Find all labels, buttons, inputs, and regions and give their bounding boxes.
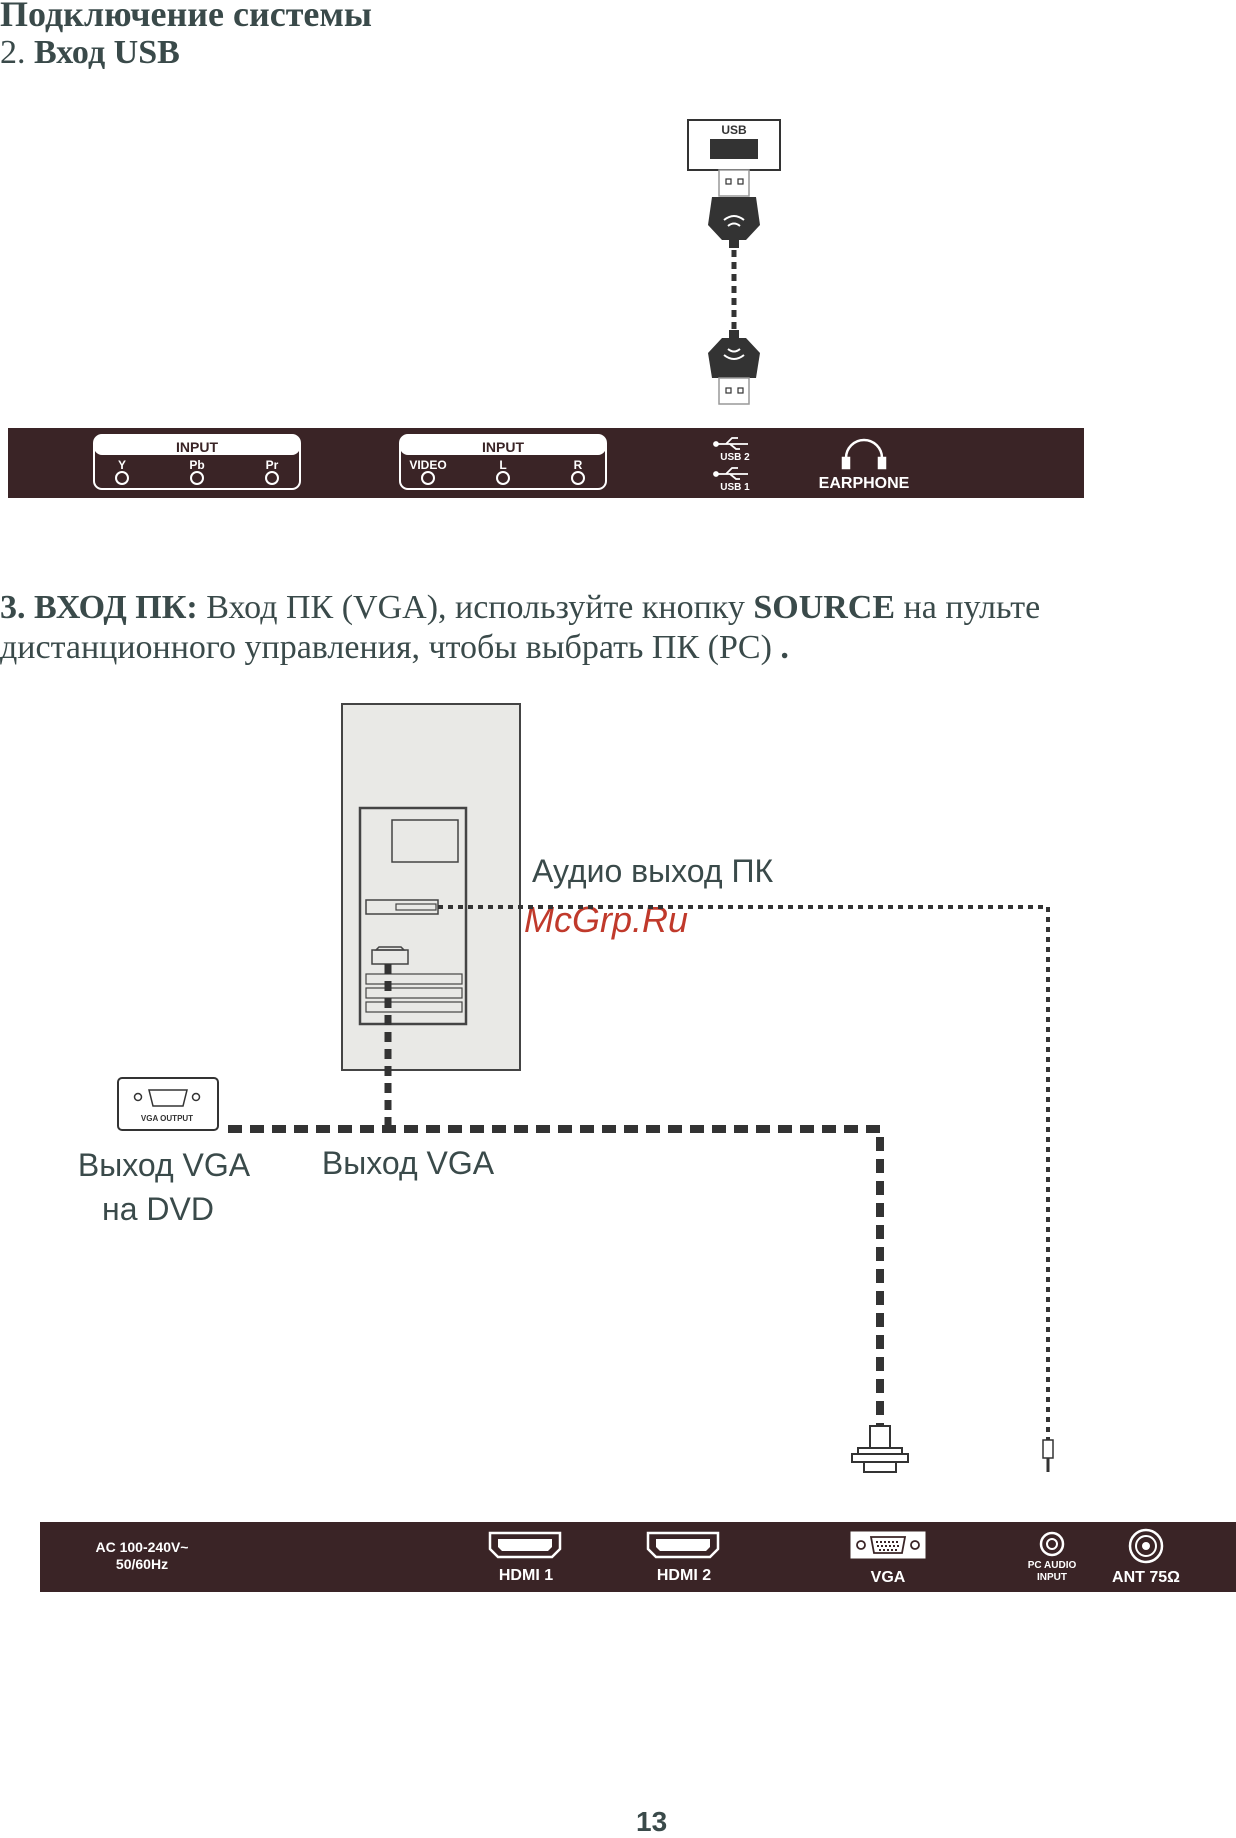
- jack-label-l: L: [499, 458, 506, 472]
- usb-port-box: USB: [687, 119, 781, 171]
- vga-cable: [228, 1125, 884, 1426]
- usb-symbol-icon: [713, 467, 748, 480]
- jack-pr-icon: [265, 471, 279, 485]
- jack-label-r: R: [574, 458, 583, 472]
- vga-output-port: VGA OUTPUT: [117, 1077, 219, 1131]
- usb1-label: USB 1: [720, 482, 750, 493]
- power-spec-line1: AC 100-240V~: [95, 1539, 188, 1555]
- ant-label: ANT 75Ω: [1112, 1569, 1180, 1586]
- antenna-jack-icon: [1128, 1528, 1164, 1564]
- pc-tower: [341, 703, 521, 1071]
- jack-y-icon: [115, 471, 129, 485]
- usb-section-title: 2. Вход USB: [0, 34, 180, 72]
- component-input-group: INPUT Y Pb Pr: [93, 434, 301, 490]
- tv-side-panel: INPUT Y Pb Pr INPUT VIDEO L R: [8, 428, 1084, 498]
- page-number: 13: [636, 1806, 668, 1837]
- dvd-vga-label-line1: Выход VGA: [78, 1147, 251, 1183]
- vga-plug-icon: [851, 1425, 909, 1473]
- jack-label-y: Y: [118, 458, 126, 472]
- hdmi-port-icon: [488, 1531, 562, 1559]
- pc-audio-label-line1: PC AUDIO: [1028, 1560, 1077, 1571]
- usb-port-label: USB: [721, 123, 747, 137]
- pc-audio-out-label: Аудио выход ПК: [532, 853, 773, 889]
- jack-label-video: VIDEO: [409, 458, 446, 472]
- vga-port-icon: [850, 1531, 926, 1559]
- pc-audio-jack-icon: [1039, 1531, 1065, 1557]
- pc-section-text-2: на пульте дистанционного управления, что…: [0, 589, 1041, 666]
- usb-section-name: Вход USB: [34, 34, 180, 71]
- earphone-label: EARPHONE: [819, 475, 910, 492]
- usb-section-number: 2.: [0, 34, 34, 71]
- usb-ports: USB 2 USB 1: [713, 437, 750, 493]
- audio-cable: [438, 905, 1050, 1440]
- usb-plug-bottom: [708, 330, 760, 405]
- jack-pb-icon: [190, 471, 204, 485]
- pc-section-text-1: Вход ПК (VGA), используйте кнопку: [197, 589, 754, 626]
- power-spec-line2: 50/60Hz: [116, 1556, 168, 1572]
- av-input-group: INPUT VIDEO L R: [399, 434, 607, 490]
- av-input-title: INPUT: [482, 439, 524, 455]
- usb-symbol-icon: [713, 437, 748, 450]
- dvd-vga-label-line2: на DVD: [102, 1191, 214, 1227]
- audio-plug-icon: [1042, 1439, 1054, 1472]
- headphones-icon: [841, 438, 887, 470]
- hdmi-port-icon: [646, 1531, 720, 1559]
- component-input-title: INPUT: [176, 439, 218, 455]
- jack-r-icon: [571, 471, 585, 485]
- jack-label-pb: Pb: [189, 458, 204, 472]
- page-title: Подключение системы: [0, 0, 372, 34]
- pc-input-instructions: 3. ВХОД ПК: Вход ПК (VGA), используйте к…: [0, 588, 1236, 668]
- pc-section-lead: 3. ВХОД ПК:: [0, 589, 198, 626]
- jack-video-icon: [421, 471, 435, 485]
- vga-label: VGA: [871, 1569, 906, 1586]
- hdmi2-label: HDMI 2: [657, 1567, 711, 1584]
- jack-l-icon: [496, 471, 510, 485]
- vga-output-label: VGA OUTPUT: [141, 1114, 193, 1123]
- usb-plug-top: [708, 169, 760, 248]
- source-button-name: SOURCE: [753, 589, 896, 626]
- pc-section-end: .: [780, 629, 789, 666]
- pc-audio-label-line2: INPUT: [1037, 1572, 1067, 1583]
- jack-label-pr: Pr: [266, 458, 279, 472]
- tv-rear-panel: AC 100-240V~ 50/60Hz HDMI 1 HDMI 2 VGA P…: [40, 1522, 1236, 1592]
- pc-vga-label: Выход VGA: [322, 1145, 495, 1181]
- usb2-label: USB 2: [720, 452, 750, 463]
- hdmi1-label: HDMI 1: [499, 1567, 553, 1584]
